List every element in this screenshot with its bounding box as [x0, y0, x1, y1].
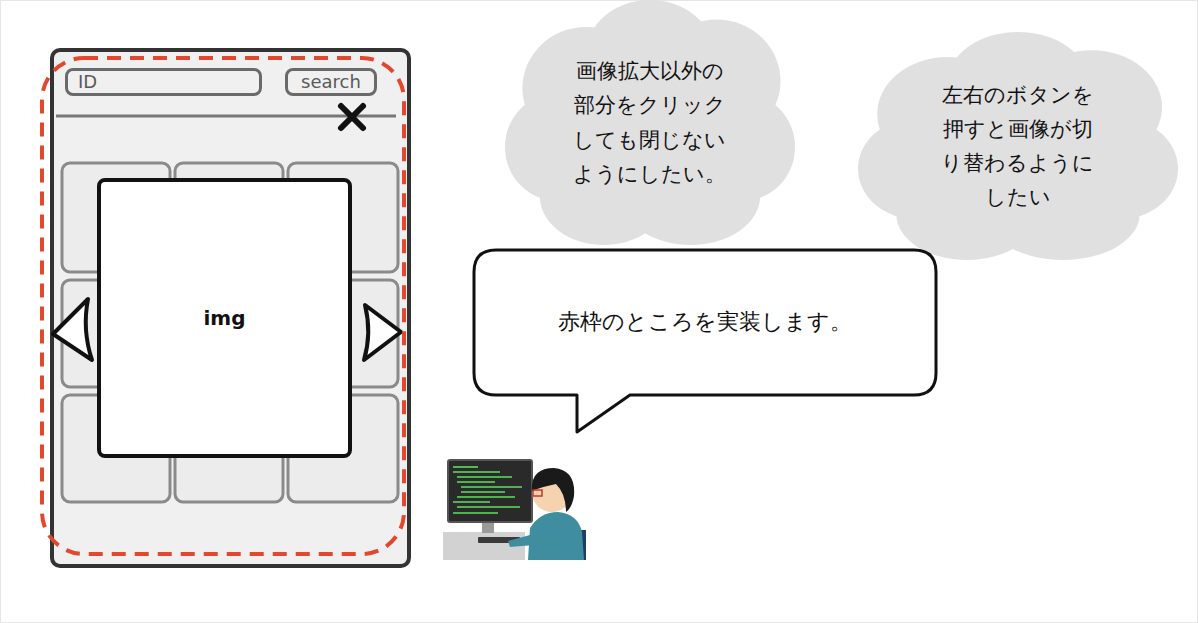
thought-cloud: 画像拡大以外の部分をクリックしても閉じないようにしたい。: [505, 0, 795, 245]
code-line: [457, 496, 515, 498]
person-glasses: [533, 490, 542, 496]
code-line: [461, 491, 505, 493]
speech-bubble: 赤枠のところを実装します。: [474, 250, 936, 395]
speech-text: 赤枠のところを実装します。: [558, 308, 852, 337]
prev-arrow: [53, 299, 92, 360]
cloud-shape: [505, 0, 795, 245]
cloud-text: 画像拡大以外の部分をクリックしても閉じないようにしたい。: [573, 54, 726, 190]
code-line: [461, 486, 522, 488]
cloud-shape: [986, 169, 1140, 260]
person-hair: [532, 468, 574, 512]
modal-image: img: [97, 178, 352, 458]
cloud-shape: [858, 32, 1178, 260]
input-field: ID: [65, 68, 262, 96]
code-line: [453, 471, 500, 473]
programmer-illustration: [443, 460, 586, 560]
phone-frame: [52, 50, 409, 566]
person-body: [528, 512, 584, 560]
code-line: [457, 506, 520, 508]
input-field-label: ID: [78, 71, 97, 93]
highlight-region: [42, 58, 404, 554]
code-line: [453, 501, 490, 503]
person-arm: [508, 535, 534, 547]
modal-image-label: img: [203, 306, 245, 330]
code-line: [457, 476, 512, 478]
code-line: [453, 512, 498, 514]
header-divider: [56, 115, 396, 118]
bubble-shape: [474, 250, 936, 432]
next-arrow: [364, 305, 401, 360]
code-line: [457, 481, 495, 483]
monitor: [448, 460, 532, 522]
search-button: search: [285, 68, 377, 96]
code-line: [453, 466, 478, 468]
cloud-text: 左右のボタンを押すと画像が切り替わるようにしたい: [941, 78, 1094, 214]
close-icon: [341, 106, 363, 128]
search-button-label: search: [301, 71, 361, 93]
thought-cloud: 左右のボタンを押すと画像が切り替わるようにしたい: [858, 32, 1178, 260]
close-icon: [341, 106, 363, 128]
